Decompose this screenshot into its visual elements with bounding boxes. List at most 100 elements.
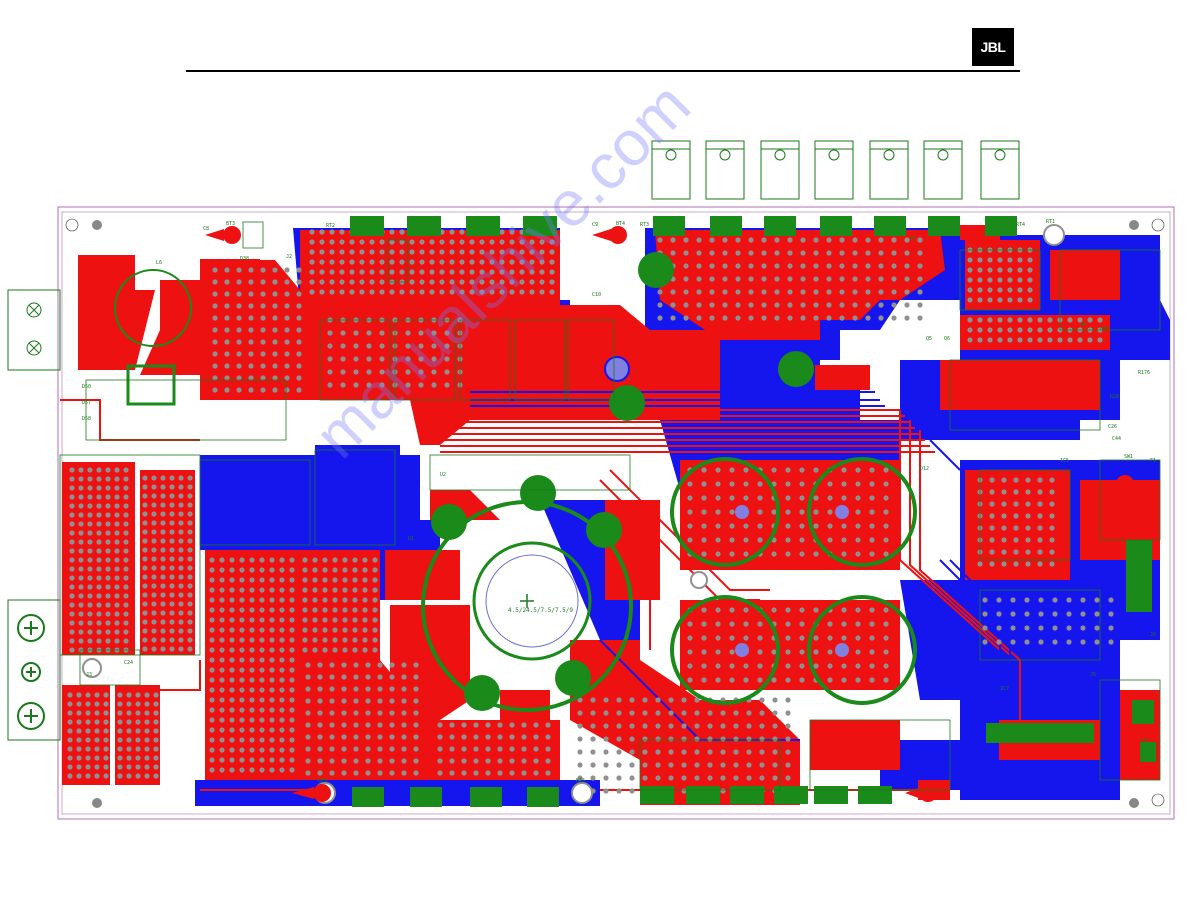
via <box>114 521 120 527</box>
via <box>135 764 141 770</box>
via <box>497 734 503 740</box>
via <box>279 667 285 673</box>
via <box>1037 513 1043 519</box>
via <box>317 662 323 668</box>
via <box>590 736 596 742</box>
via <box>117 728 123 734</box>
via <box>694 723 700 729</box>
via <box>891 250 897 256</box>
via <box>319 229 325 235</box>
via <box>87 566 93 572</box>
via <box>883 635 889 641</box>
via <box>248 267 254 273</box>
via <box>289 577 295 583</box>
via <box>269 757 275 763</box>
via <box>967 317 973 323</box>
via <box>405 382 411 388</box>
via <box>85 737 91 743</box>
via <box>103 719 109 725</box>
via <box>826 276 832 282</box>
via <box>249 667 255 673</box>
via <box>302 567 308 573</box>
via <box>236 351 242 357</box>
via <box>312 557 318 563</box>
via <box>365 710 371 716</box>
via <box>772 723 778 729</box>
via <box>743 663 749 669</box>
via <box>269 687 275 693</box>
via <box>94 773 100 779</box>
via <box>322 617 328 623</box>
via <box>302 647 308 653</box>
via <box>405 356 411 362</box>
via <box>687 537 693 543</box>
via <box>341 686 347 692</box>
svg-text:C9: C9 <box>592 222 598 228</box>
via <box>114 584 120 590</box>
via <box>229 727 235 733</box>
via <box>187 556 193 562</box>
via <box>279 657 285 663</box>
via <box>799 467 805 473</box>
via <box>489 239 495 245</box>
via <box>96 620 102 626</box>
via <box>469 259 475 265</box>
via <box>577 762 583 768</box>
via <box>841 495 847 501</box>
via <box>1057 337 1063 343</box>
via <box>117 692 123 698</box>
via <box>153 764 159 770</box>
via <box>987 267 993 273</box>
via <box>153 719 159 725</box>
via <box>327 343 333 349</box>
via <box>105 620 111 626</box>
via <box>401 758 407 764</box>
via <box>212 351 218 357</box>
via <box>419 279 425 285</box>
via <box>997 327 1003 333</box>
via <box>590 749 596 755</box>
via <box>178 556 184 562</box>
via <box>178 628 184 634</box>
via <box>69 512 75 518</box>
via <box>1001 513 1007 519</box>
via <box>219 757 225 763</box>
via <box>87 602 93 608</box>
via <box>272 327 278 333</box>
via <box>353 710 359 716</box>
via <box>96 521 102 527</box>
via <box>153 737 159 743</box>
via <box>279 587 285 593</box>
via <box>76 728 82 734</box>
via <box>987 317 993 323</box>
via <box>787 315 793 321</box>
via <box>289 597 295 603</box>
via <box>1094 625 1100 631</box>
via <box>759 710 765 716</box>
via <box>729 551 735 557</box>
via <box>473 770 479 776</box>
via <box>855 677 861 683</box>
via <box>359 279 365 285</box>
via <box>709 302 715 308</box>
via <box>289 737 295 743</box>
via <box>449 269 455 275</box>
via <box>519 269 525 275</box>
via <box>239 657 245 663</box>
via <box>419 239 425 245</box>
via <box>96 638 102 644</box>
via <box>366 330 372 336</box>
via <box>509 279 515 285</box>
via <box>735 302 741 308</box>
via <box>401 770 407 776</box>
via <box>655 775 661 781</box>
via <box>800 276 806 282</box>
via <box>372 587 378 593</box>
via <box>1066 639 1072 645</box>
via <box>187 520 193 526</box>
via <box>212 327 218 333</box>
via <box>279 707 285 713</box>
via <box>272 351 278 357</box>
via <box>733 710 739 716</box>
via <box>759 697 765 703</box>
